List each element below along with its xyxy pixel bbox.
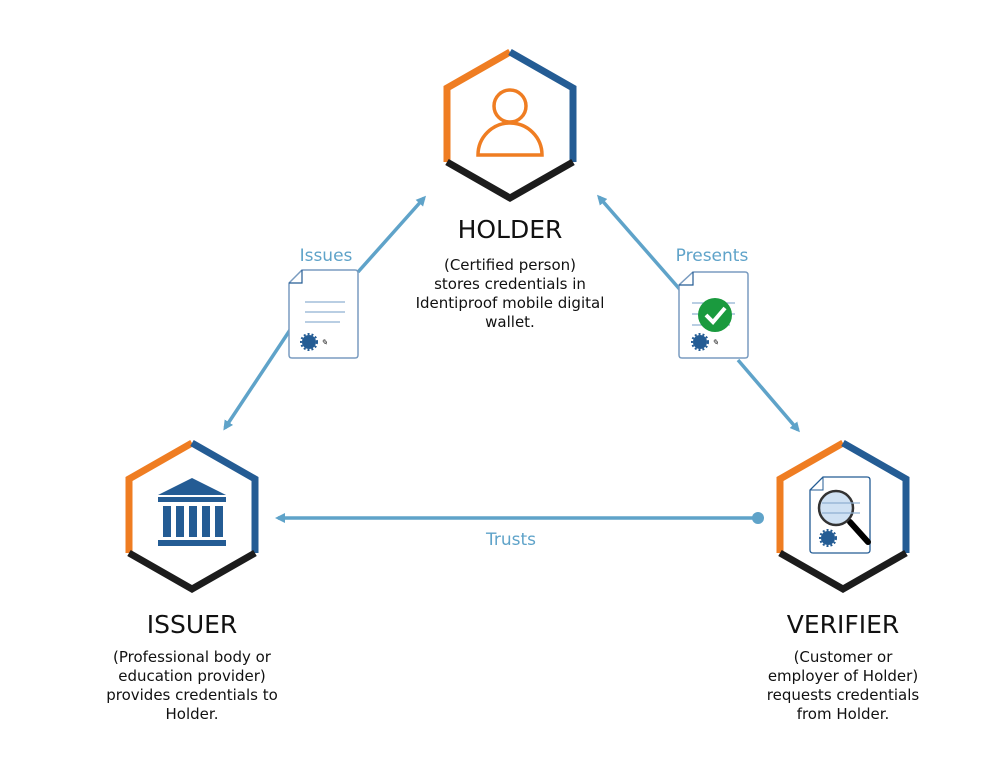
bank-building-icon bbox=[158, 478, 226, 546]
holder-desc-4: wallet. bbox=[485, 313, 535, 331]
issues-label: Issues bbox=[300, 246, 353, 266]
document-magnifier-icon bbox=[809, 476, 871, 554]
issuer-desc-2: education provider) bbox=[118, 667, 266, 685]
issuer-node: ISSUER (Professional body or education p… bbox=[106, 443, 278, 723]
trusts-label: Trusts bbox=[485, 530, 536, 550]
issuer-desc-1: (Professional body or bbox=[113, 648, 272, 666]
presents-label: Presents bbox=[676, 246, 749, 266]
verifier-desc-1: (Customer or bbox=[794, 648, 894, 666]
verified-credential-icon: ✎ bbox=[678, 271, 749, 359]
verifier-node: VERIFIER (Customer or employer of Holder… bbox=[767, 443, 920, 723]
holder-hexagon bbox=[447, 52, 573, 198]
svg-text:✎: ✎ bbox=[712, 338, 719, 347]
trusts-arrow bbox=[275, 512, 764, 524]
verifier-title: VERIFIER bbox=[787, 610, 900, 639]
presents-arrow bbox=[597, 194, 800, 433]
verifier-desc-3: requests credentials bbox=[767, 686, 920, 704]
verifier-desc-2: employer of Holder) bbox=[768, 667, 918, 685]
issues-arrow bbox=[223, 195, 426, 431]
issuer-desc-3: provides credentials to bbox=[106, 686, 278, 704]
holder-desc-2: stores credentials in bbox=[434, 275, 586, 293]
holder-node: HOLDER (Certified person) stores credent… bbox=[416, 52, 605, 331]
check-circle-icon bbox=[698, 298, 732, 332]
verifier-desc-4: from Holder. bbox=[797, 705, 890, 723]
issuer-desc-4: Holder. bbox=[166, 705, 219, 723]
issuer-title: ISSUER bbox=[147, 610, 238, 639]
holder-desc-3: Identiproof mobile digital bbox=[416, 294, 605, 312]
person-icon bbox=[476, 88, 544, 157]
holder-title: HOLDER bbox=[458, 215, 563, 244]
credential-document-icon: ✎ bbox=[288, 269, 359, 359]
svg-text:✎: ✎ bbox=[321, 338, 328, 347]
holder-desc-1: (Certified person) bbox=[444, 256, 576, 274]
